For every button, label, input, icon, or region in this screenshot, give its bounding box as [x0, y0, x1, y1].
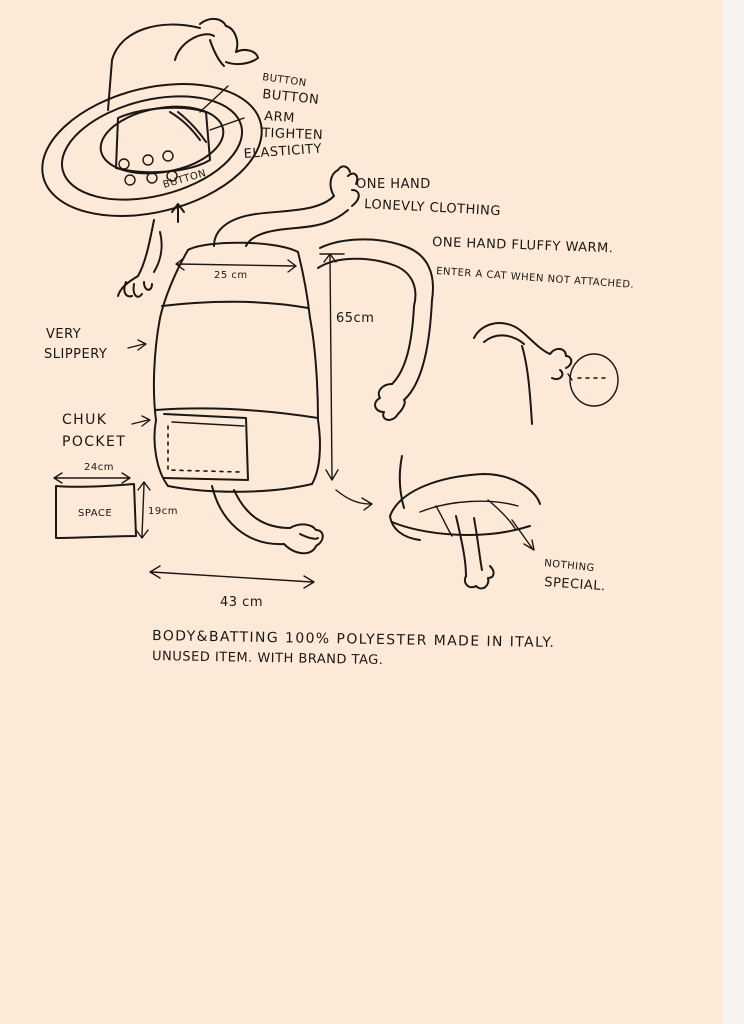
label-pocket: POCKET — [62, 434, 126, 450]
dimension-arrows — [53, 253, 373, 589]
label-enter-a-cat: ENTER A CAT WHEN NOT ATTACHED. — [436, 266, 635, 291]
label-one-hand-fluffy: ONE HAND FLUFFY WARM. — [432, 235, 614, 256]
label-65cm: 65cm — [336, 311, 374, 326]
label-25cm: 25 cm — [214, 270, 248, 281]
scan-edge — [722, 0, 744, 1024]
footer-line-2: UNUSED ITEM. WITH BRAND TAG. — [152, 649, 384, 668]
paper-sheet — [0, 0, 722, 1024]
label-lonely-clothing: LONEVLY CLOTHING — [364, 197, 501, 219]
label-chuk: CHUK — [62, 412, 107, 428]
label-special: SPECIAL. — [544, 575, 606, 594]
label-button-1: BUTTON — [262, 72, 308, 89]
label-tighten: TIGHTEN — [261, 126, 324, 143]
label-very: VERY — [46, 327, 81, 342]
label-elasticity: ELASTICITY — [243, 142, 322, 162]
footer-line-1: BODY&BATTING 100% POLYESTER MADE IN ITAL… — [152, 628, 556, 651]
label-slippery: SLIPPERY — [44, 347, 107, 362]
sleeping-bag-body — [152, 165, 434, 555]
label-19cm: 19cm — [148, 506, 178, 517]
cat-hammock-drawing — [389, 322, 619, 590]
label-nothing: NOTHING — [544, 558, 596, 574]
label-one-hand: ONE HAND — [356, 177, 431, 192]
label-space: SPACE — [78, 508, 112, 519]
label-arm: ARM — [264, 109, 296, 126]
arm-detail-drawing — [41, 18, 263, 298]
label-43cm: 43 cm — [220, 595, 263, 610]
annotation-labels: BUTTON BUTTON ARM TIGHTEN ELASTICITY BUT… — [44, 72, 635, 668]
label-button-2: BUTTON — [262, 87, 320, 108]
label-24cm: 24cm — [84, 462, 114, 473]
